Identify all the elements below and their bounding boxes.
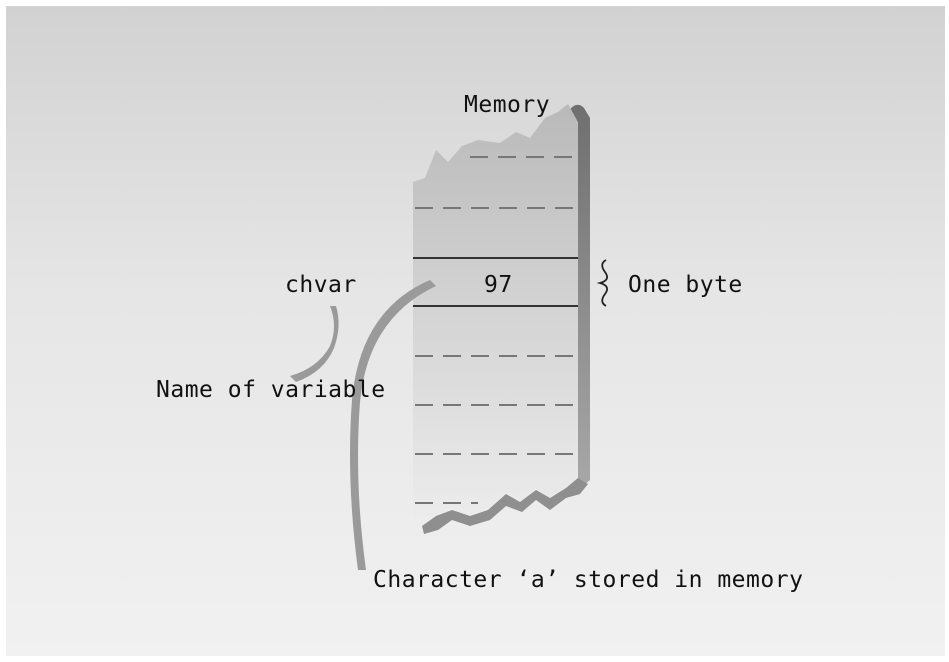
one-byte-label: One byte	[628, 272, 743, 298]
memory-cell-dividers	[415, 156, 578, 504]
memory-title: Memory	[464, 92, 551, 118]
variable-name-label: chvar	[285, 272, 357, 298]
value-pointer-curve	[350, 280, 436, 570]
name-of-variable-caption: Name of variable	[156, 377, 386, 403]
byte-cell-border	[413, 257, 578, 307]
memory-column	[413, 104, 578, 520]
memory-column-bottom-shadow	[422, 478, 588, 534]
byte-brace	[596, 259, 609, 307]
value-caption: Character ‘a’ stored in memory	[373, 567, 804, 593]
name-pointer-curve	[290, 306, 339, 382]
memory-column-shadow	[568, 104, 590, 491]
stored-value: 97	[484, 272, 513, 298]
